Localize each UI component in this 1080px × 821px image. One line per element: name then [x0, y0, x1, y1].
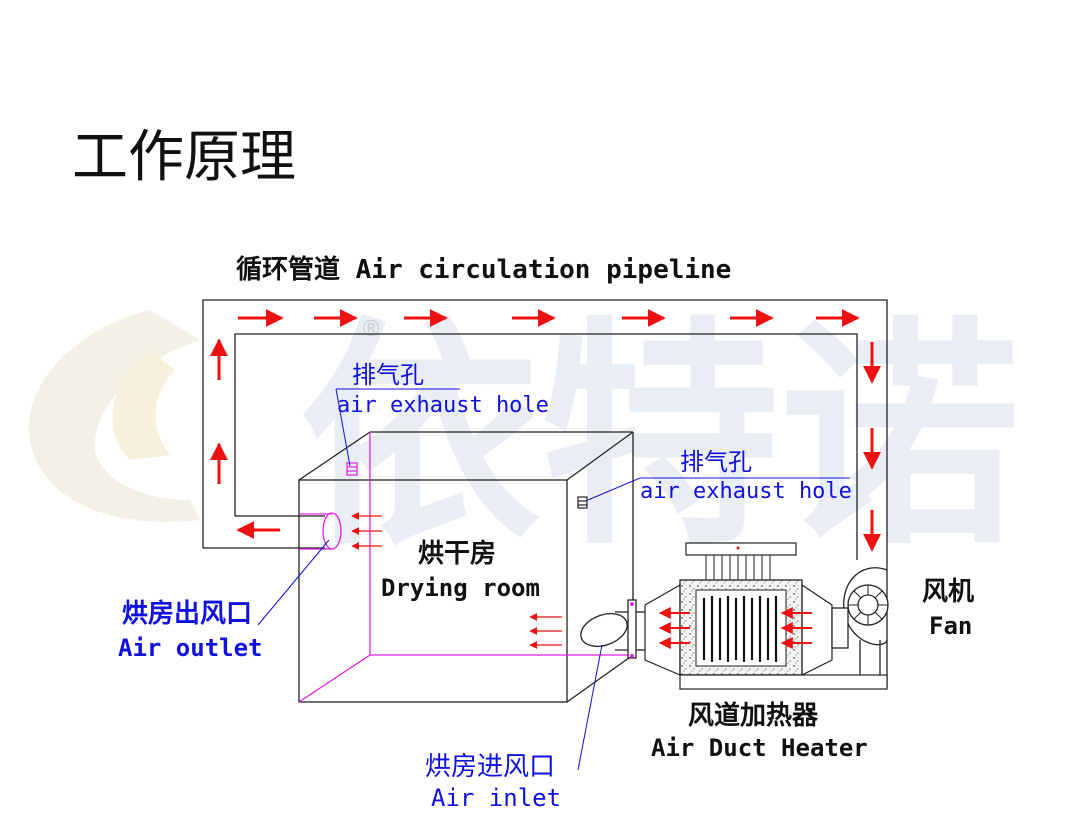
page-title: 工作原理 [72, 125, 296, 190]
fan-label-en: Fan [929, 612, 972, 640]
air-inlet-label-en: Air inlet [431, 784, 561, 812]
circulation-pipeline [202, 299, 888, 688]
leader-lines [257, 388, 850, 771]
exhaust-hole-2-label-en: air exhaust hole [640, 479, 852, 504]
heater-flow-arrows [658, 607, 812, 649]
outlet-flow-arrows [351, 512, 562, 649]
fan-label-cn: 风机 [922, 577, 974, 607]
drying-room-label-cn: 烘干房 [418, 539, 496, 569]
watermark-text: 依特诺 [300, 297, 1020, 577]
exhaust-hole-1-label-cn: 排气孔 [352, 361, 424, 389]
air-outlet-pipe [300, 512, 342, 550]
exhaust-hole-1-icon [346, 462, 358, 476]
pipeline-label: 循环管道 Air circulation pipeline [236, 254, 731, 285]
watermark-logo: 依特诺 ® [28, 297, 1020, 577]
registered-mark: ® [360, 317, 382, 342]
inlet-flange-bolts [630, 602, 634, 658]
exhaust-hole-1-label-en: air exhaust hole [337, 393, 549, 418]
heater-label-cn: 风道加热器 [688, 700, 819, 731]
air-inlet-label-cn: 烘房进风口 [425, 752, 555, 782]
heater-label-en: Air Duct Heater [651, 734, 868, 762]
pipeline-flow-arrows [210, 309, 881, 552]
air-outlet-label-en: Air outlet [118, 634, 263, 662]
drying-room [298, 431, 634, 703]
drying-room-label-en: Drying room [381, 574, 540, 602]
fan [831, 567, 889, 675]
exhaust-hole-2-icon [577, 496, 588, 509]
air-outlet-label-cn: 烘房出风口 [122, 599, 252, 629]
exhaust-hole-2-label-cn: 排气孔 [680, 448, 752, 476]
